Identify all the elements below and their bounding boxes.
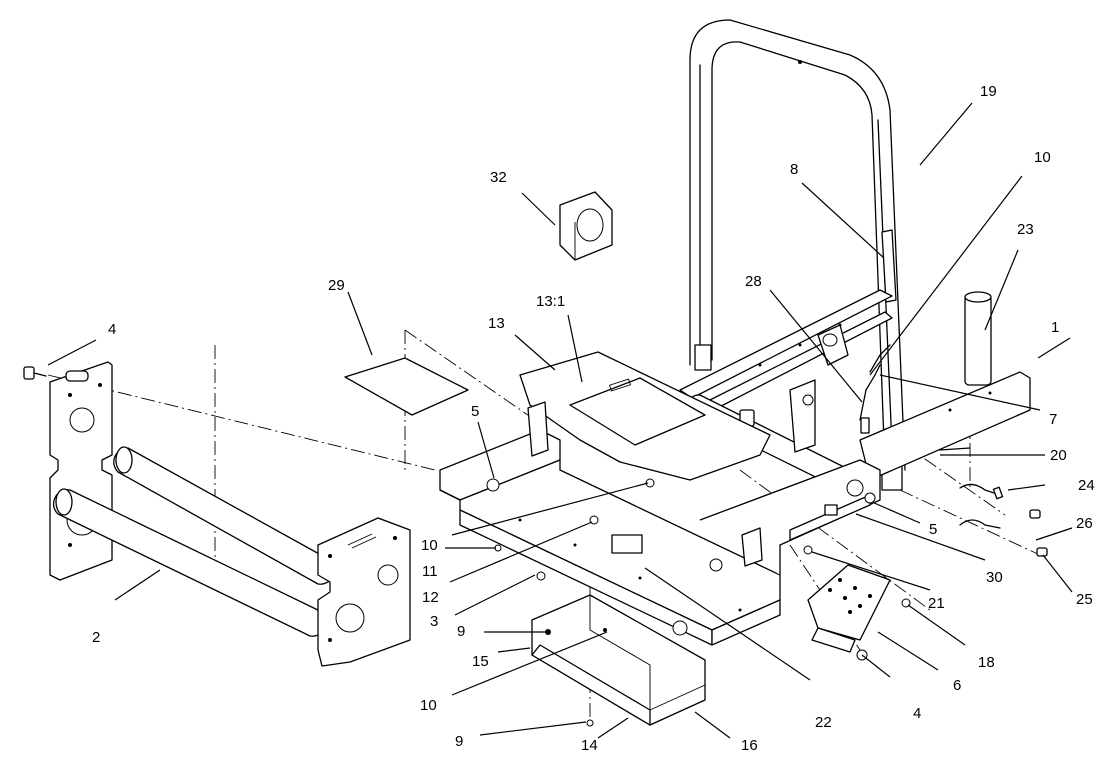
callout-15: 15 bbox=[472, 653, 489, 670]
callout-4-bottom: 4 bbox=[913, 705, 921, 722]
leader-lines bbox=[47, 102, 1073, 739]
battery-tray bbox=[531, 594, 706, 726]
callout-30: 30 bbox=[986, 569, 1003, 586]
foot-plate bbox=[807, 564, 891, 653]
callout-4-left: 4 bbox=[108, 321, 116, 338]
callout-13-1: 13:1 bbox=[536, 293, 565, 310]
callout-23: 23 bbox=[1017, 221, 1034, 238]
callout-13: 13 bbox=[488, 315, 505, 332]
callout-2: 2 bbox=[92, 629, 100, 646]
callout-14: 14 bbox=[581, 737, 598, 754]
callout-6: 6 bbox=[953, 677, 961, 694]
callout-29: 29 bbox=[328, 277, 345, 294]
callout-21: 21 bbox=[928, 595, 945, 612]
chassis-frame bbox=[439, 401, 881, 646]
pin-and-cable bbox=[859, 344, 891, 434]
callout-10-top: 10 bbox=[1034, 149, 1051, 166]
bolt-left bbox=[23, 366, 47, 380]
clamp-hardware bbox=[939, 447, 1048, 557]
callout-24: 24 bbox=[1078, 477, 1095, 494]
callout-25: 25 bbox=[1076, 591, 1093, 608]
callout-18: 18 bbox=[978, 654, 995, 671]
callout-9-upper: 9 bbox=[457, 623, 465, 640]
callout-28: 28 bbox=[745, 273, 762, 290]
seat-plate bbox=[519, 351, 771, 481]
callout-5-left: 5 bbox=[471, 403, 479, 420]
callout-19: 19 bbox=[980, 83, 997, 100]
seat-decal-13-1 bbox=[569, 377, 706, 446]
callout-labels: 1 2 3 4 4 5 5 6 7 8 9 9 10 10 10 11 12 1… bbox=[92, 83, 1095, 754]
callout-20: 20 bbox=[1050, 447, 1067, 464]
callout-9-lower: 9 bbox=[455, 733, 463, 750]
callout-16: 16 bbox=[741, 737, 758, 754]
callout-10-low: 10 bbox=[420, 697, 437, 714]
mount-block bbox=[559, 191, 613, 261]
callout-5-right: 5 bbox=[929, 521, 937, 538]
callout-11: 11 bbox=[422, 563, 438, 580]
callout-3: 3 bbox=[430, 613, 438, 630]
axle-tube-assembly bbox=[49, 361, 411, 667]
callout-22: 22 bbox=[815, 714, 832, 731]
callout-8: 8 bbox=[790, 161, 798, 178]
callout-10-mid: 10 bbox=[421, 537, 438, 554]
decal-sheet bbox=[344, 357, 469, 416]
callout-1: 1 bbox=[1051, 319, 1059, 336]
callout-7: 7 bbox=[1049, 411, 1057, 428]
callout-32: 32 bbox=[490, 169, 507, 186]
small-hardware bbox=[494, 478, 911, 727]
callout-12: 12 bbox=[422, 589, 439, 606]
hand-grip bbox=[964, 291, 992, 386]
callout-26: 26 bbox=[1076, 515, 1093, 532]
